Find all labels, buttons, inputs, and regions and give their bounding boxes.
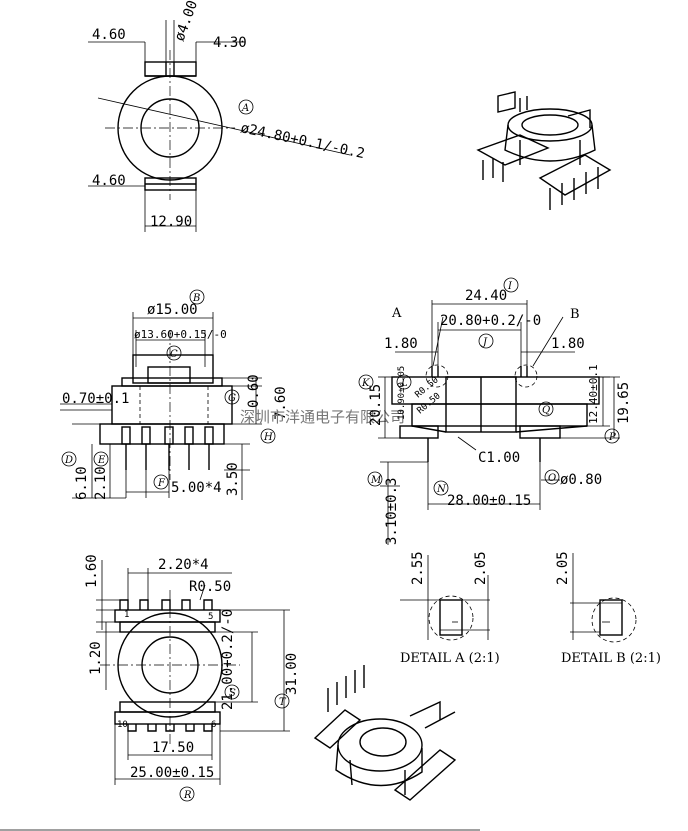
detail-b-label: DETAIL B (2:1): [561, 651, 661, 666]
dim-4-60-top: 4.60: [92, 27, 126, 43]
ref-n: N: [436, 484, 447, 495]
detail-marker-a: A: [391, 306, 402, 321]
dim-12-40: 12.40±0.1: [587, 364, 600, 424]
dim-17-50: 17.50: [152, 740, 194, 756]
side-view: 24.40 20.80+0.2/-0 1.80 1.80 20.15 10.90…: [358, 277, 632, 545]
isometric-view-top: [476, 91, 612, 210]
detail-a: 2.55 2.05 DETAIL A (2:1): [400, 551, 500, 666]
dim-dia-15: ø15.00: [147, 302, 198, 318]
dim-3-50: 3.50: [225, 462, 241, 496]
ref-e: E: [97, 455, 106, 466]
dim-31-00: 31.00: [284, 653, 300, 695]
dim-25-00: 25.00±0.15: [130, 765, 214, 781]
dim-24-40: 24.40: [465, 288, 507, 304]
ref-c: C: [170, 349, 178, 360]
detail-marker-b: B: [570, 307, 580, 322]
ref-a: A: [241, 103, 249, 114]
dim-1-80-right: 1.80: [551, 336, 585, 352]
detail-a-dim-2-05: 2.05: [473, 551, 489, 585]
dim-7-60: 7.60: [273, 386, 289, 420]
dim-c1-00: C1.00: [478, 450, 520, 466]
bottom-view: 1.60 2.20*4 R0.50 1.20 21.00+0.2/-0 31.0…: [84, 554, 300, 802]
detail-b: 2.05 DETAIL B (2:1): [555, 551, 661, 666]
ref-s: S: [229, 688, 236, 699]
dim-2-10: 2.10: [93, 466, 109, 500]
ref-r: R: [183, 790, 192, 801]
dim-dia-0-80: ø0.80: [560, 472, 602, 488]
top-view: 4.60 ø4.00 4.30 ø24.80+0.1/-0.2 4.60 12.…: [88, 0, 366, 232]
watermark: 深圳市洋通电子有限公司: [240, 408, 405, 426]
pin-number-5: 5: [208, 612, 213, 622]
dim-0-60: 0.60: [246, 374, 262, 408]
ref-h: H: [263, 432, 273, 443]
front-view: ø15.00 ø13.60+0.15/-0 0.70±0.1 0.60 7.60…: [60, 289, 289, 500]
detail-b-dim-2-05: 2.05: [555, 551, 571, 585]
ref-i: I: [507, 281, 513, 292]
dim-20-15: 20.15: [368, 384, 384, 426]
dim-10-90: 10.90±0.05: [397, 366, 407, 420]
ref-f: F: [157, 478, 166, 489]
ref-b: B: [192, 293, 200, 304]
ref-m: M: [370, 475, 382, 486]
dim-4-60-bottom: 4.60: [92, 173, 126, 189]
ref-t: T: [279, 697, 287, 708]
dim-28-00: 28.00±0.15: [447, 493, 531, 509]
dim-dia-24-80: ø24.80+0.1/-0.2: [239, 120, 366, 162]
dim-19-65: 19.65: [616, 382, 632, 424]
dim-r0-50: R0.50: [189, 579, 231, 595]
dim-0-70: 0.70±0.1: [62, 391, 129, 407]
ref-l: L: [400, 378, 408, 389]
dim-3-10: 3.10±0.3: [384, 478, 400, 545]
isometric-view-bottom: [313, 665, 457, 801]
pin-number-6: 6: [211, 720, 216, 730]
ref-g: G: [228, 393, 236, 404]
pin-number-10: 10: [117, 720, 128, 730]
detail-a-dim-2-55: 2.55: [410, 551, 426, 585]
ref-j: J: [481, 337, 488, 348]
dim-1-80-left: 1.80: [384, 336, 418, 352]
dim-20-80: 20.80+0.2/-0: [440, 313, 541, 329]
ref-p: P: [608, 432, 616, 443]
ref-q: Q: [542, 405, 550, 416]
dim-2-20x4: 2.20*4: [158, 557, 209, 573]
dim-6-10: 6.10: [74, 466, 90, 500]
ref-o: O: [548, 473, 556, 484]
ref-d: D: [64, 455, 73, 466]
pin-number-1: 1: [124, 610, 129, 620]
detail-a-label: DETAIL A (2:1): [400, 651, 500, 666]
ref-k: K: [361, 378, 370, 389]
dim-1-60: 1.60: [84, 554, 100, 588]
dim-dia-13-60: ø13.60+0.15/-0: [134, 328, 227, 341]
dim-4-30: 4.30: [213, 35, 247, 51]
dim-12-90: 12.90: [150, 214, 192, 230]
dim-dia-4: ø4.00: [172, 0, 201, 43]
dim-5-00x4: 5.00*4: [171, 480, 222, 496]
dim-1-20: 1.20: [88, 641, 104, 675]
